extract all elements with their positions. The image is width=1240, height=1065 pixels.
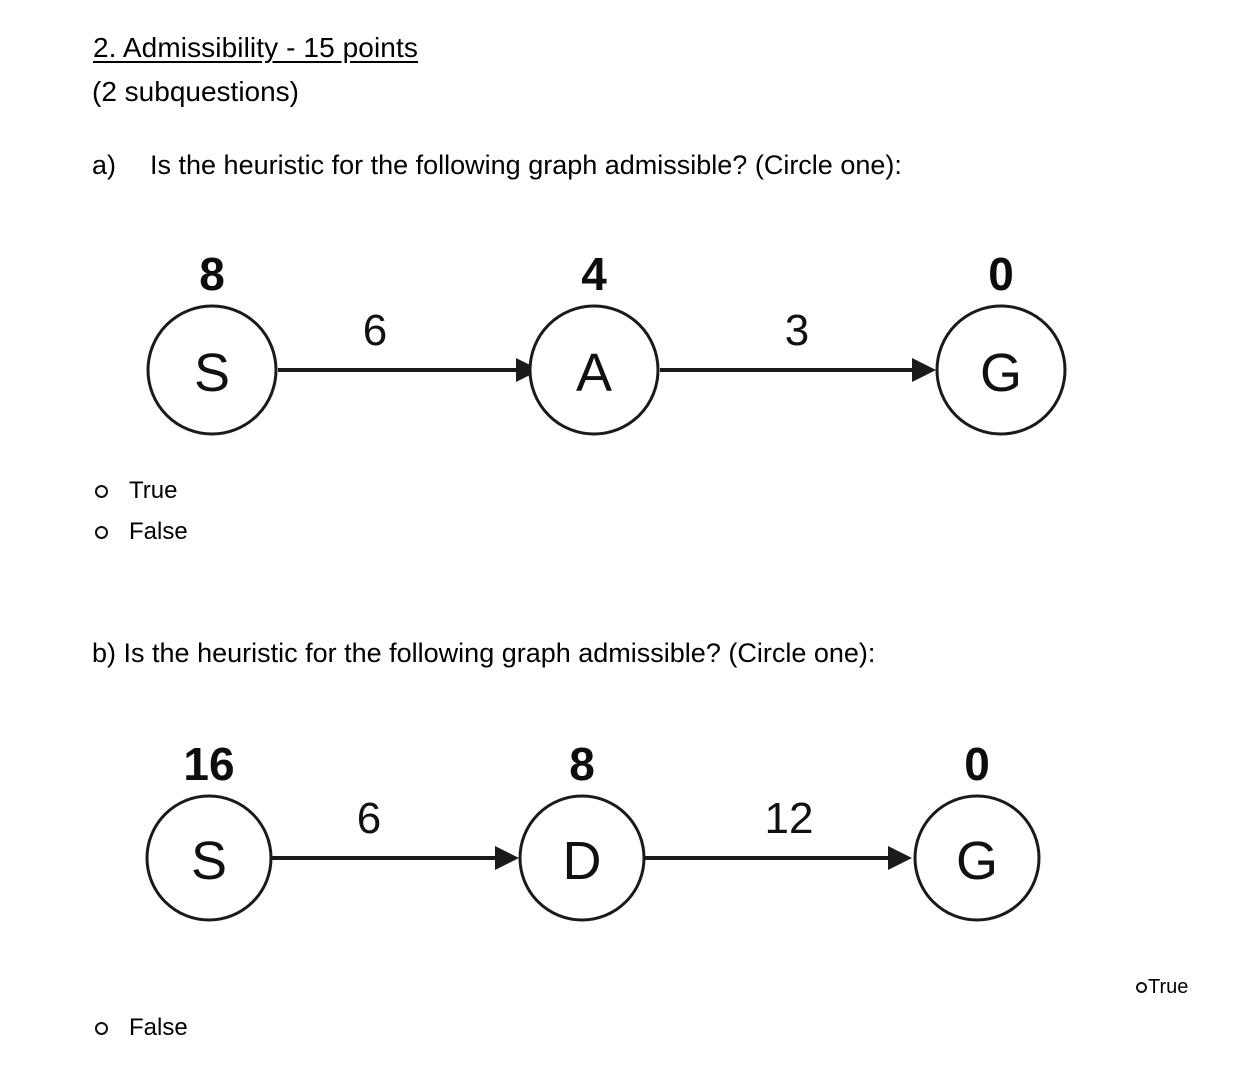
option-a-false-label: False [129, 518, 188, 545]
option-b-true[interactable]: True [1136, 977, 1188, 997]
option-b-false-label: False [129, 1014, 188, 1041]
graph-b-heuristic-G: 0 [964, 738, 990, 790]
graph-b-node-G-label: G [956, 831, 998, 891]
option-b-false[interactable]: False [95, 1016, 188, 1040]
graph-a-node-S-label: S [194, 343, 230, 403]
subquestion-a-text: Is the heuristic for the following graph… [150, 150, 902, 180]
graph-a-node-S [146, 304, 278, 436]
subquestion-a-marker: a) [92, 150, 117, 180]
subquestion-b-prompt: b) Is the heuristic for the following gr… [92, 638, 875, 669]
graph-b-edge-D-G-arrowhead [888, 846, 912, 870]
subquestion-b-text: Is the heuristic for the following graph… [123, 638, 876, 668]
radio-circle-icon[interactable] [95, 1021, 108, 1035]
graph-a-heuristic-A: 4 [581, 248, 607, 300]
graph-a-node-A [528, 304, 660, 436]
graph-b-node-G [913, 794, 1041, 922]
graph-b-edge-D-G-cost: 12 [765, 794, 814, 843]
graph-b-node-D-label: D [563, 831, 602, 891]
graph-a-node-A-label: A [576, 343, 612, 403]
graph-b-heuristic-S: 16 [183, 738, 234, 790]
graph-a-heuristic-G: 0 [988, 248, 1014, 300]
graph-a-edge-S-A-arrowhead [516, 358, 540, 382]
page-title: 2. Admissibility - 15 points [93, 32, 418, 63]
graph-b: 16 8 0 6 12 S D G [0, 730, 1240, 940]
graph-b-node-S [145, 794, 273, 922]
graph-b-edge-S-D-arrowhead [495, 846, 519, 870]
subquestion-a-prompt: a) Is the heuristic for the following gra… [92, 150, 902, 181]
option-a-true-label: True [129, 477, 178, 504]
graph-b-heuristic-D: 8 [569, 738, 595, 790]
subquestion-count: (2 subquestions) [92, 76, 300, 107]
graph-b-edge-S-D-cost: 6 [357, 794, 381, 843]
graph-a-heuristic-S: 8 [199, 248, 225, 300]
option-a-false[interactable]: False [95, 520, 188, 544]
graph-a-node-G [935, 304, 1067, 436]
graph-a-edge-S-A-cost: 6 [363, 306, 387, 355]
graph-b-node-D [518, 794, 646, 922]
graph-b-node-S-label: S [191, 831, 227, 891]
graph-a-edge-A-G-arrowhead [912, 358, 936, 382]
radio-circle-icon[interactable] [95, 484, 108, 498]
graph-a: 8 4 0 6 3 S A G [0, 240, 1240, 450]
option-a-true[interactable]: True [95, 479, 177, 503]
graph-a-edge-A-G-cost: 3 [785, 306, 809, 355]
radio-circle-icon[interactable] [95, 525, 108, 539]
radio-circle-icon[interactable] [1136, 981, 1147, 993]
option-b-true-label: True [1148, 976, 1189, 998]
subquestion-b-marker: b) [92, 638, 117, 668]
graph-a-node-G-label: G [980, 343, 1022, 403]
